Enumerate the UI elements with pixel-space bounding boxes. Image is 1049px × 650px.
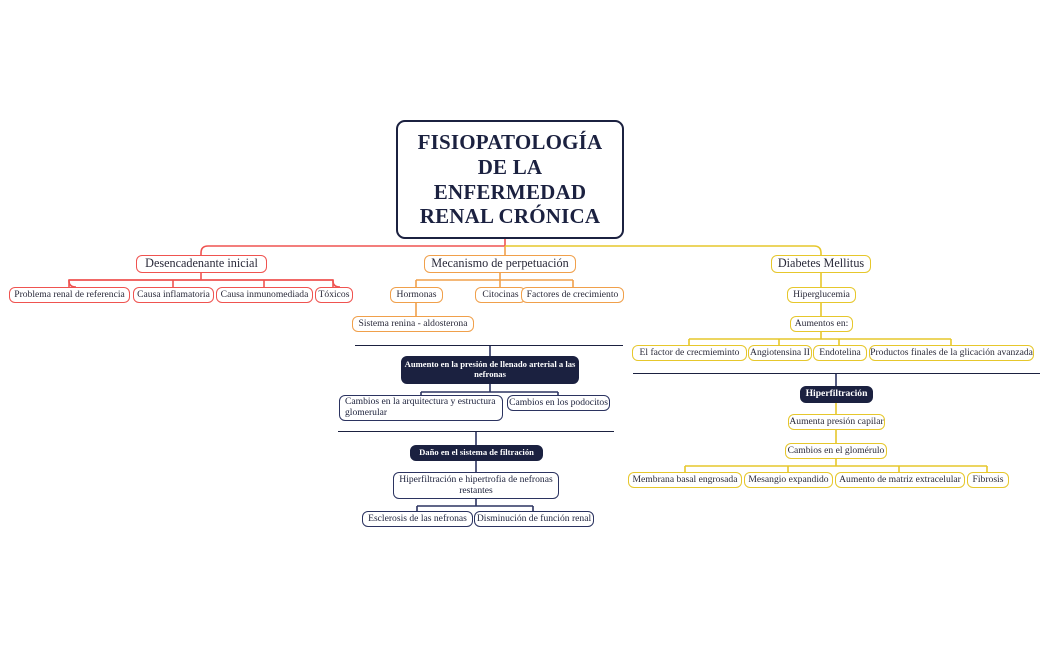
node-causa-inmunomediada[interactable]: Causa inmunomediada — [216, 287, 313, 303]
node-label: Hormonas — [396, 288, 437, 300]
node-label: Membrana basal engrosada — [632, 473, 738, 485]
node-hormonas[interactable]: Hormonas — [390, 287, 443, 303]
node-label: Problema renal de referencia — [14, 288, 125, 300]
node-disminucion-de-funcion-renal[interactable]: Disminución de función renal — [474, 511, 594, 527]
node-label: Aumenta presión capilar — [789, 415, 884, 427]
node-productos-finales-glicacion-avanzada[interactable]: Productos finales de la glicación avanza… — [869, 345, 1034, 361]
node-toxicos[interactable]: Tóxicos — [315, 287, 353, 303]
node-label: Hiperfiltración e hipertrofia de nefrona… — [399, 473, 553, 496]
node-label: Aumentos en: — [794, 317, 849, 329]
node-aumento-de-matriz-extracelular[interactable]: Aumento de matriz extracelular — [835, 472, 965, 488]
node-label: Endotelina — [819, 346, 861, 358]
branch-left-title-label: Desencadenante inicial — [145, 256, 258, 271]
node-label: Aumento de matriz extracelular — [839, 473, 961, 485]
node-label: Mesangio expandido — [748, 473, 829, 485]
node-problema-renal-de-referencia[interactable]: Problema renal de referencia — [9, 287, 130, 303]
section-header-hiperfiltracion[interactable]: Hiperfiltración — [800, 386, 873, 403]
section-header-label: Daño en el sistema de filtración — [419, 447, 534, 458]
node-label: Tóxicos — [318, 288, 350, 300]
node-aumentos-en[interactable]: Aumentos en: — [790, 316, 853, 332]
node-label: Causa inflamatoria — [137, 288, 210, 300]
node-factores-de-crecimiento[interactable]: Factores de crecimiento — [521, 287, 624, 303]
node-aumenta-presion-capilar[interactable]: Aumenta presión capilar — [788, 414, 885, 430]
node-cambios-en-los-podocitos[interactable]: Cambios en los podocitos — [507, 395, 610, 411]
node-label: Esclerosis de las nefronas — [368, 512, 467, 524]
branch-title-mecanismo-de-perpetuacion[interactable]: Mecanismo de perpetuación — [424, 255, 576, 273]
node-label: Angiotensina II — [750, 346, 810, 358]
node-membrana-basal-engrosada[interactable]: Membrana basal engrosada — [628, 472, 742, 488]
node-label: Cambios en la arquitectura y estructura … — [345, 396, 496, 418]
branch-title-diabetes-mellitus[interactable]: Diabetes Mellitus — [771, 255, 871, 273]
node-fibrosis[interactable]: Fibrosis — [967, 472, 1009, 488]
section-header-label: Aumento en la presión de llenado arteria… — [404, 359, 576, 379]
section-header-label: Hiperfiltración — [805, 388, 868, 400]
node-label: El factor de crecmieminto — [639, 346, 740, 358]
node-el-factor-de-crecmieminto[interactable]: El factor de crecmieminto — [632, 345, 747, 361]
node-label: Citocinas — [482, 288, 519, 300]
root-line-4: RENAL CRÓNICA — [419, 204, 601, 229]
node-label: Fibrosis — [972, 473, 1004, 485]
divider-middle-1 — [355, 345, 623, 346]
node-citocinas[interactable]: Citocinas — [475, 287, 526, 303]
root-line-2: DE LA — [477, 154, 543, 179]
node-label: Factores de crecimiento — [526, 288, 619, 300]
node-hiperglucemia[interactable]: Hiperglucemia — [787, 287, 856, 303]
node-cambios-en-el-glomerulo[interactable]: Cambios en el glomérulo — [785, 443, 887, 459]
node-cambios-arquitectura-estructura-glomerular[interactable]: Cambios en la arquitectura y estructura … — [339, 395, 503, 421]
node-causa-inflamatoria[interactable]: Causa inflamatoria — [133, 287, 214, 303]
node-label: Causa inmunomediada — [220, 288, 309, 300]
divider-right — [633, 373, 1040, 374]
branch-title-desencadenante-inicial[interactable]: Desencadenante inicial — [136, 255, 267, 273]
node-sistema-renina-aldosterona[interactable]: Sistema renina - aldosterona — [352, 316, 474, 332]
divider-middle-2 — [338, 431, 614, 432]
root-line-1: FISIOPATOLOGÍA — [417, 129, 603, 154]
node-angiotensina-ii[interactable]: Angiotensina II — [748, 345, 812, 361]
node-esclerosis-de-las-nefronas[interactable]: Esclerosis de las nefronas — [362, 511, 473, 527]
section-header-dano-sistema-filtracion[interactable]: Daño en el sistema de filtración — [410, 445, 543, 461]
node-endotelina[interactable]: Endotelina — [813, 345, 867, 361]
node-label: Sistema renina - aldosterona — [358, 317, 468, 329]
node-label: Cambios en los podocitos — [509, 396, 608, 408]
node-label: Productos finales de la glicación avanza… — [870, 346, 1033, 358]
node-label: Cambios en el glomérulo — [787, 444, 885, 456]
node-mesangio-expandido[interactable]: Mesangio expandido — [744, 472, 833, 488]
node-hiperfiltracion-hipertrofia-nefronas-restantes[interactable]: Hiperfiltración e hipertrofia de nefrona… — [393, 472, 559, 499]
branch-right-title-label: Diabetes Mellitus — [777, 256, 865, 271]
section-header-aumento-presion-llenado-arterial[interactable]: Aumento en la presión de llenado arteria… — [401, 356, 579, 384]
node-label: Disminución de función renal — [476, 512, 592, 524]
root-node[interactable]: FISIOPATOLOGÍA DE LA ENFERMEDAD RENAL CR… — [396, 120, 624, 239]
branch-middle-title-label: Mecanismo de perpetuación — [431, 256, 569, 271]
node-label: Hiperglucemia — [793, 288, 850, 300]
root-line-3: ENFERMEDAD — [433, 179, 587, 204]
